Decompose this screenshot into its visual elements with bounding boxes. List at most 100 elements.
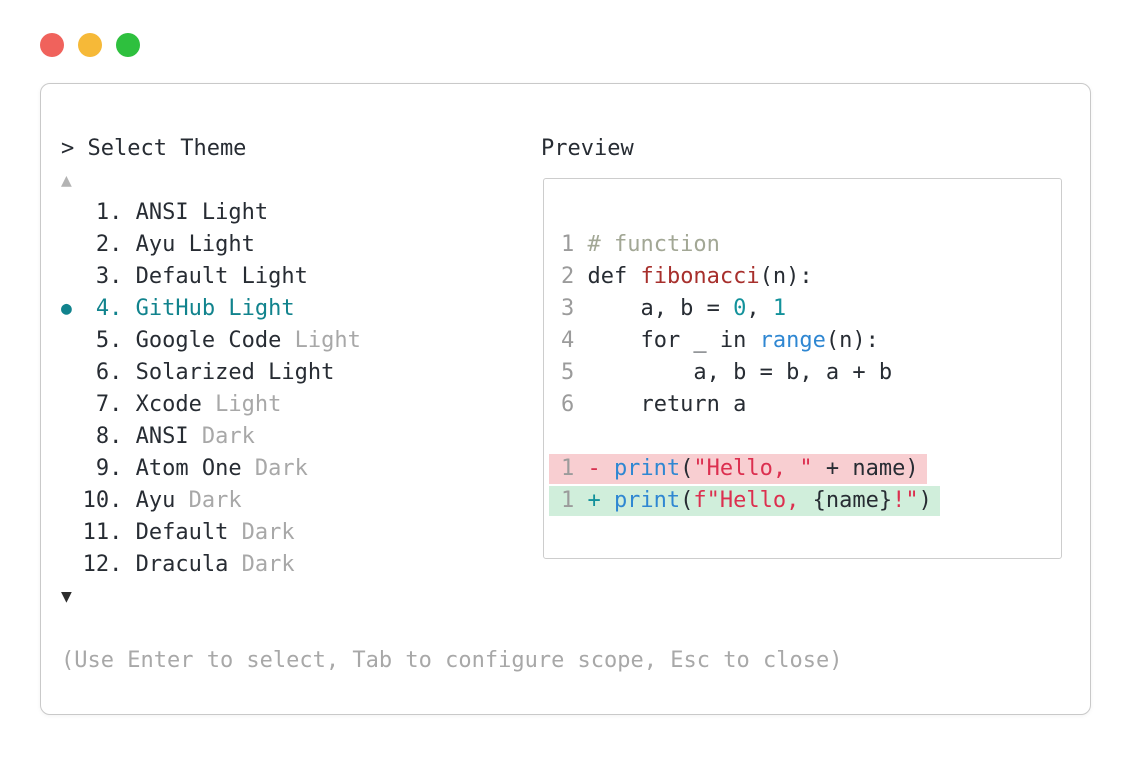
item-name: Dracula Dark [135, 552, 295, 577]
theme-list-item-10[interactable]: 10. Ayu Dark [61, 485, 521, 517]
preview-label: Preview [541, 136, 634, 161]
theme-list-item-7[interactable]: 7. Xcode Light [61, 389, 521, 421]
item-number: 6. [95, 360, 123, 385]
code-token: , [746, 296, 773, 321]
code-token: (n): [759, 264, 813, 289]
item-name: ANSI Light [135, 200, 269, 225]
selector-title: > Select Theme [61, 136, 247, 161]
spacer [61, 613, 521, 645]
line-number: 1 [561, 488, 575, 513]
theme-list: 1.ANSI Light 2. Ayu Light 3. Default Light ● 4… [61, 197, 521, 581]
diff-plus-icon: + [587, 488, 601, 513]
code-token: fibonacci [640, 264, 760, 289]
item-number: 12. [82, 552, 123, 577]
code-token: range [759, 328, 826, 353]
code-token: return a [587, 392, 747, 417]
code-token: !" [892, 488, 919, 513]
code-token: ) [918, 488, 932, 513]
code-token: for _ in [587, 328, 760, 353]
marker-slot [61, 261, 83, 293]
marker-slot [61, 517, 83, 549]
marker-slot [61, 357, 83, 389]
code-token: a, b = b, a + b [587, 360, 893, 385]
theme-list-item-11[interactable]: 11.Default Dark [61, 517, 521, 549]
item-name: Xcode Light [135, 392, 282, 417]
code-token: 0 [733, 296, 747, 321]
item-number: 8. [95, 424, 123, 449]
item-name-suffix: Light [201, 392, 282, 417]
zoom-button[interactable] [116, 33, 140, 57]
theme-list-item-8[interactable]: 8. ANSI Dark [61, 421, 521, 453]
item-number: 2. [95, 232, 123, 257]
line-number: 4 [561, 328, 575, 353]
close-button[interactable] [40, 33, 64, 57]
code-line: 1 # function [561, 229, 1061, 261]
item-name: Solarized Light [135, 360, 335, 385]
item-name: ANSI Dark [135, 424, 255, 449]
code-token: "Hello, " [693, 456, 813, 481]
diff-highlight: 1-print("Hello, " + name) [549, 454, 927, 484]
code-token: a, b = [587, 296, 734, 321]
code-token: ( [680, 488, 694, 513]
item-name-suffix: Dark [188, 424, 255, 449]
diff-minus-icon: - [587, 456, 601, 481]
item-number: 5. [95, 328, 123, 353]
item-name: Atom One Dark [135, 456, 308, 481]
theme-list-item-2[interactable]: 2. Ayu Light [61, 229, 521, 261]
marker-slot [61, 229, 83, 261]
code-token: (n): [825, 328, 879, 353]
item-name: Ayu Dark [135, 488, 242, 513]
code-line: 2 def fibonacci(n): [561, 261, 1061, 293]
item-number: 3. [95, 264, 123, 289]
theme-list-item-6[interactable]: 6. Solarized Light [61, 357, 521, 389]
item-name: GitHub Light [135, 296, 295, 321]
theme-list-item-12[interactable]: 12. Dracula Dark [61, 549, 521, 581]
selected-marker-icon: ● [61, 298, 72, 319]
scroll-down-icon: ▼ [61, 586, 72, 607]
item-number: 9. [95, 456, 123, 481]
item-name-suffix: Dark [241, 456, 308, 481]
footer-hint: (Use Enter to select, Tab to configure s… [61, 648, 843, 673]
code-token: 1 [772, 296, 787, 321]
item-name-suffix: Dark [175, 488, 242, 513]
code-token: def [587, 264, 641, 289]
theme-list-item-4[interactable]: ● 4. GitHub Light [61, 293, 521, 325]
diff-highlight: 1+print(f"Hello, {name}!") [549, 486, 940, 516]
theme-list-item-1[interactable]: 1.ANSI Light [61, 197, 521, 229]
item-name: Ayu Light [135, 232, 255, 257]
marker-slot [61, 549, 83, 581]
theme-list-item-5[interactable]: 5. Google Code Light [61, 325, 521, 357]
spacer [561, 421, 1061, 453]
line-number: 1 [561, 232, 575, 257]
diff-line-removed: 1-print("Hello, " + name) [549, 453, 1061, 485]
item-name: Default Light [135, 264, 308, 289]
minimize-button[interactable] [78, 33, 102, 57]
item-number: 4. [95, 296, 123, 321]
item-name-suffix: Dark [228, 552, 295, 577]
marker-slot [61, 453, 83, 485]
item-name-suffix: Light [281, 328, 361, 353]
marker-slot [61, 197, 83, 229]
code-token: + name) [812, 456, 919, 481]
code-token: {name} [812, 488, 893, 513]
marker-slot [61, 389, 83, 421]
marker-slot [61, 485, 83, 517]
marker-slot [61, 421, 83, 453]
code-token: ( [680, 456, 694, 481]
line-number: 3 [561, 296, 575, 321]
code-token: print [613, 456, 681, 481]
item-number: 10. [82, 488, 123, 513]
code-token: print [613, 488, 681, 513]
window-controls [40, 33, 140, 57]
item-name: Google Code Light [135, 328, 361, 353]
item-number: 7. [95, 392, 123, 417]
code-token: # function [587, 232, 720, 257]
theme-list-item-9[interactable]: 9. Atom One Dark [61, 453, 521, 485]
theme-list-item-3[interactable]: 3. Default Light [61, 261, 521, 293]
code-line: 5 a, b = b, a + b [561, 357, 1061, 389]
line-number: 2 [561, 264, 575, 289]
line-number: 5 [561, 360, 575, 385]
